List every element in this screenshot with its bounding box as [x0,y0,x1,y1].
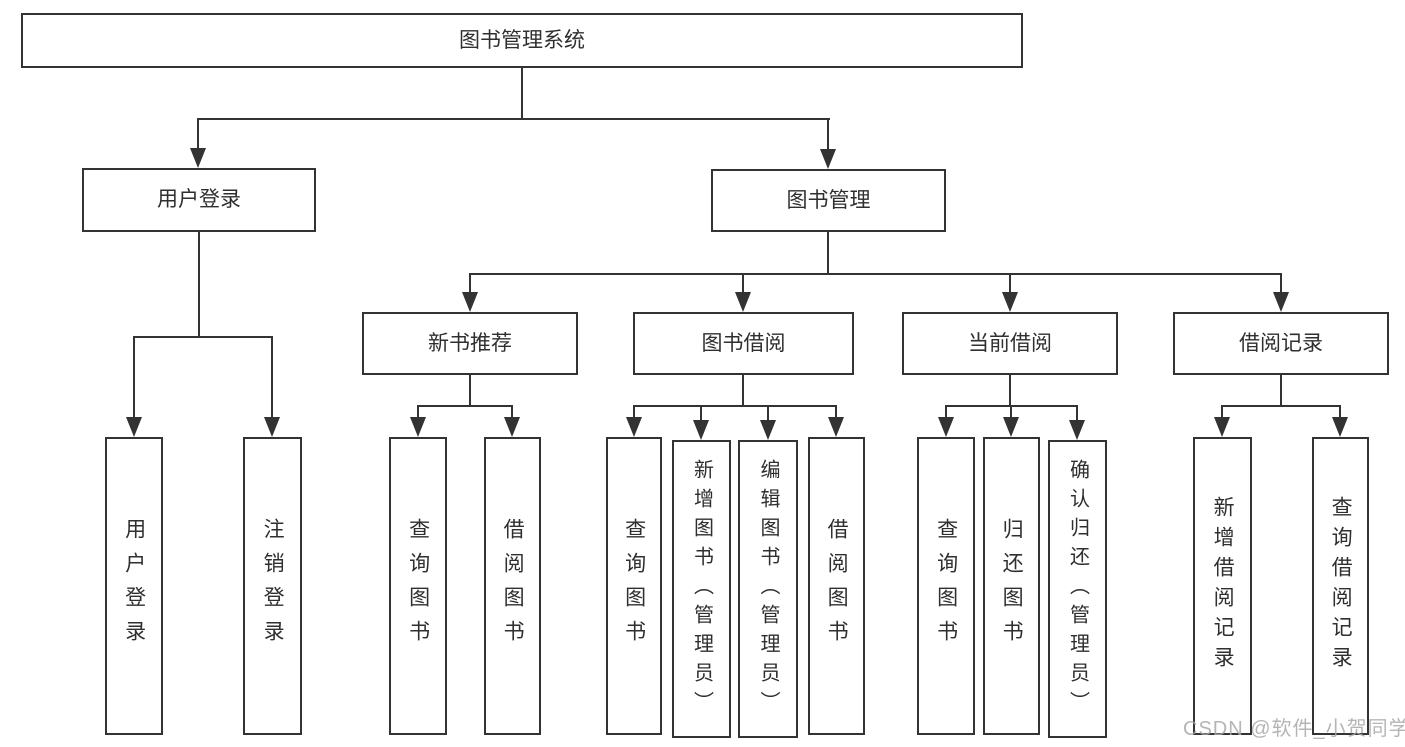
connector-line [1009,273,1011,298]
connector-line [469,273,471,298]
node-new-book-recommend: 新书推荐 [362,312,578,375]
connector-line [1009,375,1011,406]
leaf-query-book-borrow: 查询图书 [606,437,662,735]
arrowhead-icon [1069,420,1085,440]
connector-line [767,405,769,426]
connector-line [134,336,273,338]
connector-line [1221,405,1223,423]
leaf-return-book: 归还图书 [983,437,1040,735]
leaf-logout-login: 注销登录 [243,437,302,735]
connector-line [197,118,199,154]
leaf-query-book-recommend: 查询图书 [389,437,447,735]
connector-line [827,118,829,155]
connector-line [1280,375,1282,406]
arrowhead-icon [504,417,520,437]
node-current-borrow: 当前借阅 [902,312,1118,375]
connector-line [1010,405,1012,423]
leaf-user-login: 用户登录 [105,437,163,735]
connector-line [633,405,635,423]
connector-line [469,375,471,406]
connector-line [521,68,523,119]
connector-line [271,336,273,423]
arrowhead-icon [126,417,142,437]
node-book-borrow: 图书借阅 [633,312,854,375]
connector-line [1280,273,1282,298]
arrowhead-icon [938,417,954,437]
connector-line [742,375,744,406]
connector-line [634,405,837,407]
arrowhead-icon [735,292,751,312]
leaf-query-borrow-record: 查询借阅记录 [1312,437,1369,735]
arrowhead-icon [1002,292,1018,312]
arrowhead-icon [626,417,642,437]
leaf-borrow-book: 借阅图书 [808,437,865,735]
connector-line [470,273,1282,275]
connector-line [742,273,744,298]
connector-line [1339,405,1341,423]
node-root: 图书管理系统 [21,13,1023,68]
connector-line [133,336,135,423]
leaf-confirm-return-admin: 确认归还（管理员） [1048,440,1107,738]
arrowhead-icon [410,417,426,437]
connector-line [835,405,837,423]
arrowhead-icon [760,420,776,440]
connector-line [945,405,947,423]
connector-line [946,405,1078,407]
arrowhead-icon [264,417,280,437]
connector-line [511,405,513,423]
node-book-management: 图书管理 [711,169,946,232]
arrowhead-icon [1214,417,1230,437]
leaf-borrow-book-recommend: 借阅图书 [484,437,541,735]
arrowhead-icon [1332,417,1348,437]
leaf-edit-book-admin: 编辑图书（管理员） [738,440,798,738]
connector-line [700,405,702,426]
connector-line [418,405,513,407]
arrowhead-icon [820,149,836,169]
connector-line [198,118,830,120]
arrowhead-icon [693,420,709,440]
connector-line [827,232,829,274]
leaf-query-book-current: 查询图书 [917,437,975,735]
connector-line [1222,405,1341,407]
arrowhead-icon [462,292,478,312]
arrowhead-icon [1273,292,1289,312]
arrowhead-icon [828,417,844,437]
connector-line [417,405,419,423]
connector-line [1076,405,1078,426]
connector-line [198,232,200,337]
node-borrow-record: 借阅记录 [1173,312,1389,375]
arrowhead-icon [190,148,206,168]
node-user-login: 用户登录 [82,168,316,232]
leaf-add-borrow-record: 新增借阅记录 [1193,437,1252,735]
watermark-text: CSDN @软件_小贺同学 [1183,718,1405,740]
arrowhead-icon [1003,417,1019,437]
leaf-add-book-admin: 新增图书（管理员） [672,440,731,738]
